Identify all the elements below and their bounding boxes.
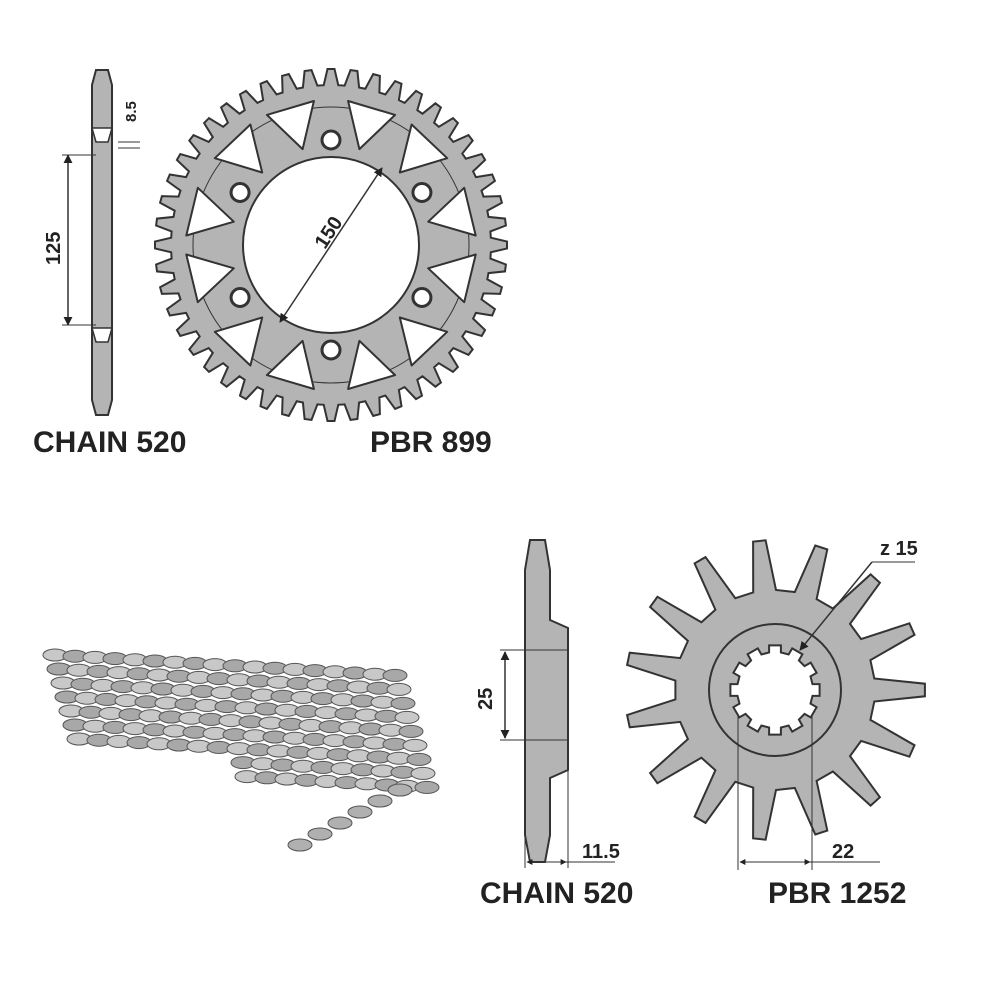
lightening-window [347, 100, 397, 151]
lightening-window [185, 186, 235, 237]
bolt-hole [229, 287, 251, 308]
front-part-number: PBR 1252 [768, 877, 906, 910]
bolt-hole [411, 287, 433, 308]
teeth-count-label: z 15 [880, 538, 918, 560]
lightening-window [265, 100, 315, 151]
chain-link [398, 724, 424, 738]
chain-link [406, 752, 432, 766]
rear-sprocket-front-view: 150 [154, 68, 508, 422]
bolt-hole [320, 339, 342, 361]
rear-part-number: PBR 899 [370, 426, 492, 459]
lightening-window [347, 339, 397, 390]
bolt-hole [411, 182, 433, 203]
chain-link [287, 838, 313, 852]
front-chain-label: CHAIN 520 [480, 877, 633, 910]
lightening-window [398, 123, 449, 174]
bolt-spacing-dimension: 125 [43, 232, 65, 265]
chain-link [347, 805, 373, 819]
front-sprocket-side-view: 25 11.5 [475, 539, 620, 868]
rear-sprocket-side-view: 125 8.5 [43, 69, 140, 416]
chain-link [382, 668, 408, 682]
chain-image [42, 648, 440, 852]
hub-dimension: 25 [475, 688, 497, 710]
chain-link [386, 682, 412, 696]
spline-dimension: 22 [832, 841, 854, 863]
thickness-dimension: 11.5 [582, 841, 620, 863]
chain-link [327, 816, 353, 830]
lightening-window [427, 253, 477, 304]
chain-link [402, 738, 428, 752]
bolt-hole [229, 182, 251, 203]
lightening-window [427, 186, 477, 237]
chain-link [390, 696, 416, 710]
chain-link [367, 794, 393, 808]
chain-link [410, 766, 436, 780]
chain-link [387, 783, 413, 797]
chain-link [307, 827, 333, 841]
rear-chain-label: CHAIN 520 [33, 426, 186, 459]
front-sprocket-front-view: z 15 22 [625, 538, 926, 870]
thickness-dimension: 8.5 [123, 101, 140, 122]
lightening-window [213, 123, 264, 174]
lightening-window [398, 316, 449, 367]
lightening-window [265, 339, 315, 390]
chain-link [414, 780, 440, 794]
lightening-window [185, 253, 235, 304]
chain-link [394, 710, 420, 724]
lightening-window [213, 316, 264, 367]
bolt-hole [320, 129, 342, 151]
